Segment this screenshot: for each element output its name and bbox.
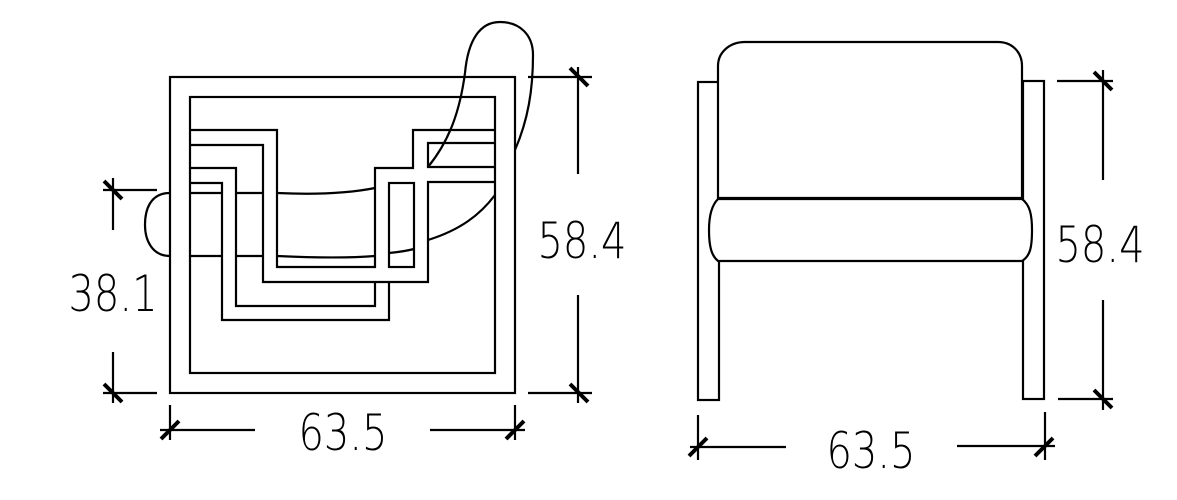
dimension-tick [687,436,709,458]
fret-line-5 [190,181,391,322]
dimension-tick [102,382,124,404]
seat-height-dimension-lines [103,178,157,403]
dimension-tick [1092,388,1114,410]
dimension-tick [102,179,124,201]
fret-line-4 [190,166,377,308]
seat-cushion [707,197,1034,263]
height-dimension-lines [528,67,592,403]
front-width-label: 63.5 [826,422,915,481]
fret-line-2 [190,143,495,284]
fret-line-1 [190,128,495,269]
dimension-tick [159,419,181,441]
dimension-tick [1092,70,1114,92]
side-width-label: 63.5 [298,404,387,463]
backrest [716,40,1024,200]
seat-cushion [190,186,496,259]
seat-height-label: 38.1 [68,265,157,324]
fret-box [387,181,416,269]
dimension-tick [504,419,526,441]
outer-frame [168,75,517,395]
width-dimension-lines [160,405,525,440]
width-dimension-lines [690,412,1055,460]
dimension-tick [568,382,590,404]
front-height-label: 58.4 [1055,216,1144,275]
backrest-cushion-front [427,72,467,168]
inner-frame [188,95,497,375]
fret-line-3 [426,141,495,169]
side-view: 58.4 38.1 63.5 [68,20,627,463]
dimension-tick [1033,436,1055,458]
backrest-cushion [463,20,535,151]
armrest-front [143,191,171,258]
height-dimension-lines [1057,70,1113,410]
side-height-label: 58.4 [537,212,626,271]
dimension-tick [568,66,590,88]
front-view: 58.4 63.5 [687,40,1145,481]
